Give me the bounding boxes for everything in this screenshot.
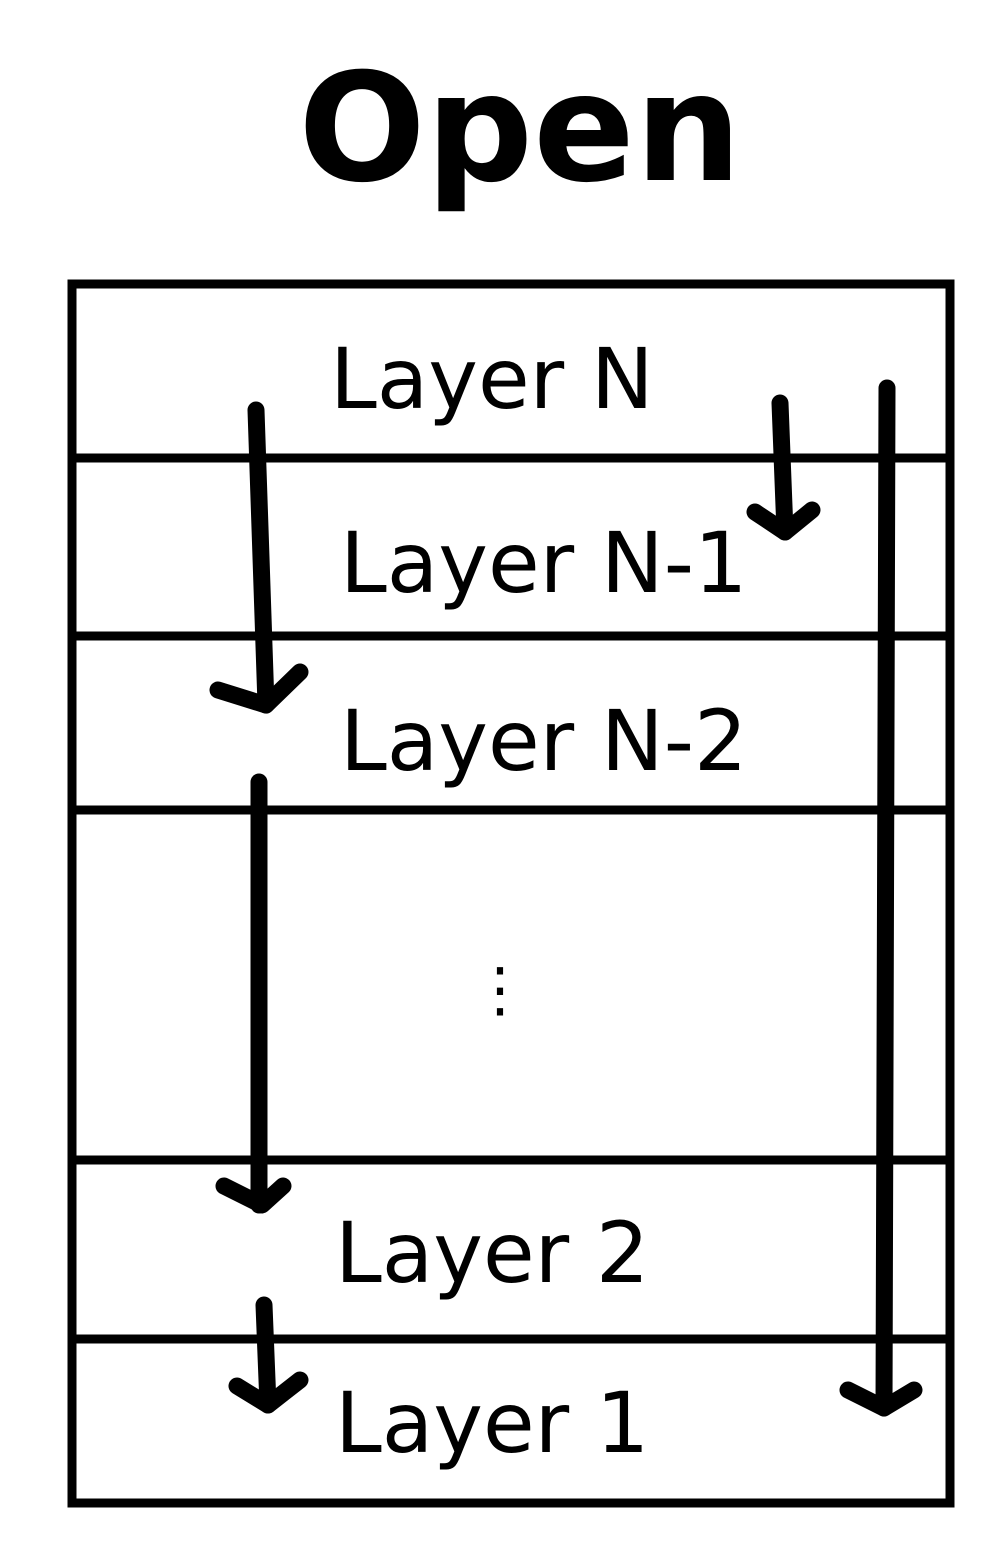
diagram-title: Open — [298, 42, 741, 216]
layer-ellipsis: ⋮ — [470, 955, 530, 1025]
arrow-2-to-1 — [228, 1296, 309, 1414]
stack-frame — [67, 279, 955, 1508]
layer-labels: Layer N Layer N-1 Layer N-2 ⋮ Layer 2 La… — [330, 330, 748, 1472]
arrow-n-to-1 — [839, 379, 923, 1417]
arrow-n-to-n-minus-1 — [746, 394, 821, 541]
layer-label-2: Layer 2 — [335, 1204, 649, 1302]
layer-label-n-minus-2: Layer N-2 — [340, 692, 748, 790]
arrow-n-minus-2-to-2 — [215, 773, 292, 1214]
flow-arrows — [209, 379, 923, 1417]
layer-label-1: Layer 1 — [335, 1374, 649, 1472]
layer-label-n: Layer N — [330, 330, 654, 428]
arrow-n-to-n-minus-2 — [209, 401, 309, 714]
layer-label-n-minus-1: Layer N-1 — [340, 514, 748, 612]
row-dividers — [72, 453, 950, 1344]
